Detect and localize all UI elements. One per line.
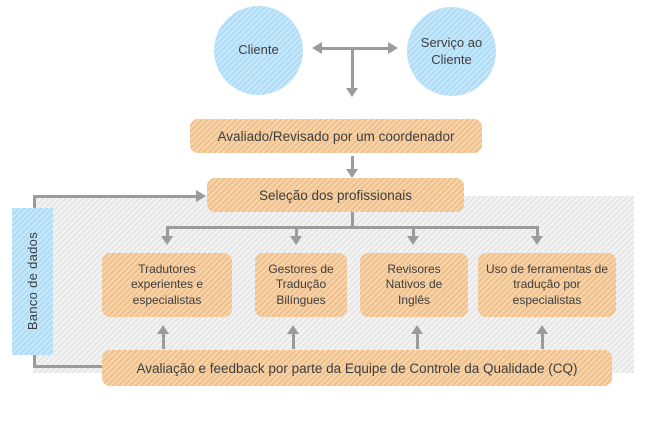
banco-de-dados-label: Banco de dados (25, 232, 40, 331)
arrowhead-down-icon (346, 88, 358, 97)
up-arrow-stem (292, 334, 295, 349)
arrowhead-down-icon (531, 236, 543, 245)
arrowhead-right-icon (196, 190, 206, 202)
servico-ao-cliente-node: Serviço ao Cliente (407, 7, 496, 96)
arrowhead-down-icon (407, 236, 419, 245)
specialist-node-ferramentas: Uso de ferramentas de tradução por espec… (478, 253, 616, 317)
selecao-node: Seleção dos profissionais (207, 178, 464, 212)
coordenador-node: Avaliado/Revisado por um coordenador (190, 119, 482, 153)
qualidade-label: Avaliação e feedback por parte da Equipe… (136, 360, 578, 376)
client-service-arrow-shaft (322, 47, 388, 50)
branch-drop-stem (295, 226, 298, 236)
specialist-node-gestores: Gestores de Tradução Bilíngues (255, 253, 347, 317)
specialist-node-revisores: Revisores Nativos de Inglês (360, 253, 468, 317)
cliente-node: Cliente (214, 6, 303, 95)
specialist-label: Revisores Nativos de Inglês (385, 261, 443, 307)
arrowhead-down-icon (161, 236, 173, 245)
specialist-label: Tradutores experientes e especialistas (130, 261, 204, 307)
branch-drop-stem (412, 226, 415, 236)
branch-line (166, 226, 539, 229)
arrowhead-right-icon (388, 42, 398, 54)
feedback-loop-line-top (33, 195, 196, 198)
up-arrow-stem (162, 334, 165, 349)
arrowhead-up-icon (157, 325, 169, 334)
coordenador-label: Avaliado/Revisado por um coordenador (217, 128, 455, 144)
cliente-label: Cliente (238, 42, 279, 58)
arrowhead-up-icon (287, 325, 299, 334)
branch-drop-stem (536, 226, 539, 236)
branch-stem (351, 212, 354, 229)
coordinator-selection-stem (351, 156, 354, 169)
up-arrow-stem (416, 334, 419, 349)
branch-drop-stem (166, 226, 169, 236)
banco-de-dados-node: Banco de dados (12, 208, 53, 355)
servico-ao-cliente-label: Serviço ao Cliente (420, 35, 483, 67)
arrowhead-up-icon (411, 325, 423, 334)
qualidade-node: Avaliação e feedback por parte da Equipe… (102, 350, 612, 386)
arrowhead-down-icon (346, 169, 358, 178)
specialist-node-tradutores: Tradutores experientes e especialistas (102, 253, 232, 317)
specialist-label: Gestores de Tradução Bilíngues (268, 261, 334, 307)
selecao-label: Seleção dos profissionais (258, 187, 413, 203)
arrowhead-down-icon (290, 236, 302, 245)
to-coordinator-stem (351, 49, 354, 88)
arrowhead-left-icon (312, 42, 322, 54)
specialist-label: Uso de ferramentas de tradução por espec… (485, 261, 609, 307)
up-arrow-stem (541, 334, 544, 349)
feedback-loop-line-bottom (33, 365, 102, 368)
arrowhead-up-icon (536, 325, 548, 334)
